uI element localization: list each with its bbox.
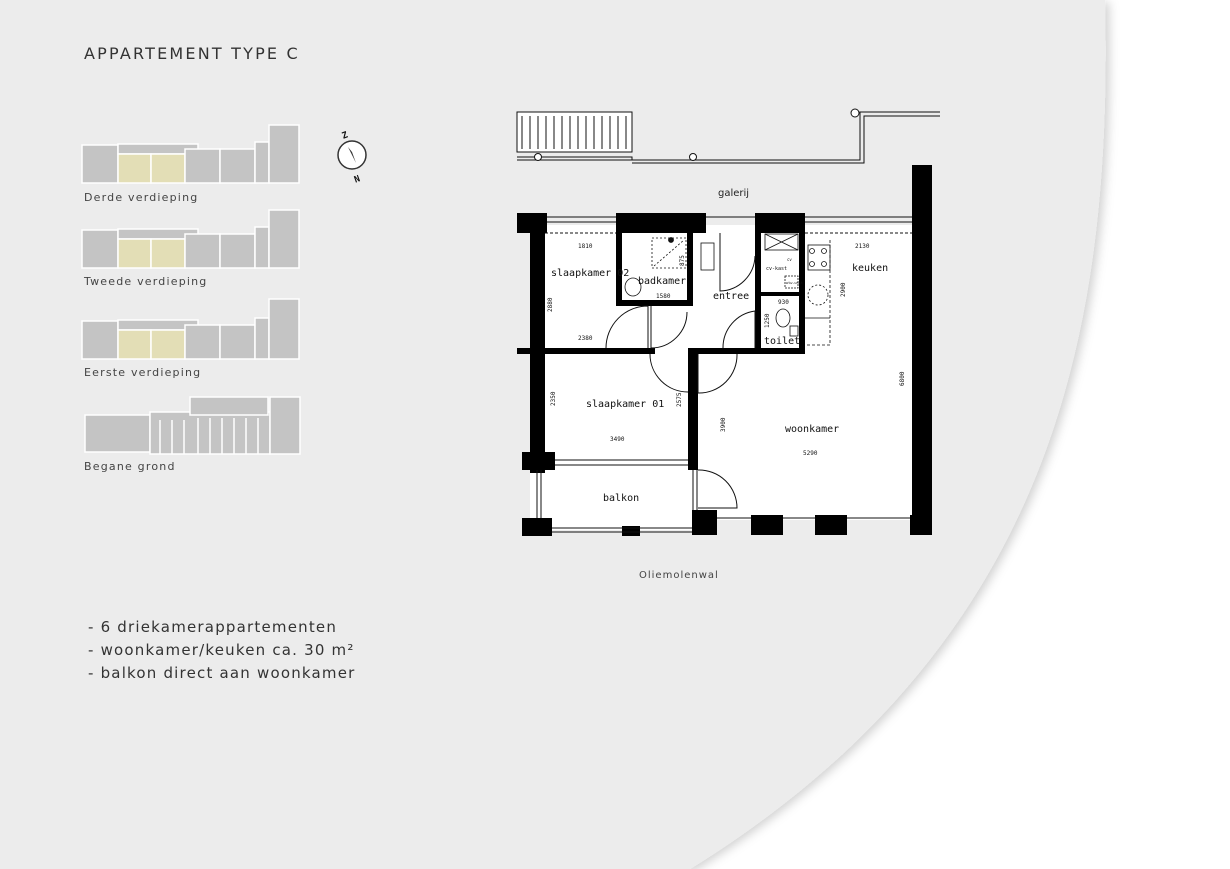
key-plan-derde <box>81 124 300 184</box>
label-wtw: wtw-unit <box>786 281 803 285</box>
dim-bad-h: 875 <box>679 255 686 266</box>
galerij-label: galerij <box>718 188 750 199</box>
page-title: APPARTEMENT TYPE C <box>84 44 300 63</box>
dim-sk02-w2: 2380 <box>578 335 593 342</box>
compass-top-letter: Z <box>341 130 350 141</box>
feature-item: - 6 driekamerappartementen <box>88 618 338 636</box>
dim-woon-h: 3900 <box>720 417 727 432</box>
dim-sk02-h: 2880 <box>547 297 554 312</box>
room-labels: slaapkamer 02 badkamer entree keuken toi… <box>551 257 888 504</box>
dim-bad-w: 1580 <box>656 293 671 300</box>
dim-sk01-w: 3490 <box>610 436 625 443</box>
dim-woon-w: 5290 <box>803 450 818 457</box>
feature-list: - 6 driekamerappartementen - woonkamer/k… <box>88 616 356 685</box>
dim-toilet-w: 930 <box>778 299 789 306</box>
room-balkon: balkon <box>603 493 639 504</box>
doors <box>605 233 756 509</box>
compass-icon: Z N <box>337 130 367 186</box>
label-cv: cv <box>787 257 792 262</box>
feature-item: - woonkamer/keuken ca. 30 m² <box>88 641 355 659</box>
key-plans <box>81 124 301 455</box>
room-keuken: keuken <box>852 263 888 274</box>
key-plan-eerste <box>81 298 300 360</box>
windows <box>536 216 912 533</box>
key-plan-begane-grond <box>84 396 301 455</box>
floor-label-eerste: Eerste verdieping <box>84 366 202 379</box>
fixtures <box>624 233 831 346</box>
room-entree: entree <box>713 291 749 302</box>
dim-toilet-h: 1250 <box>764 313 771 328</box>
floor-label-derde: Derde verdieping <box>84 191 199 204</box>
walls <box>517 165 932 536</box>
galerij-railing <box>516 108 940 164</box>
room-woonkamer: woonkamer <box>785 424 839 435</box>
floor-label-tweede: Tweede verdieping <box>84 275 208 288</box>
dim-sk01-h: 2350 <box>550 391 557 406</box>
floor-label-begane-grond: Begane grond <box>84 460 176 473</box>
room-slaapkamer-01: slaapkamer 01 <box>586 399 664 410</box>
street-label: Oliemolenwal <box>639 570 719 581</box>
compass-bottom-letter: N <box>353 174 362 185</box>
feature-item: - balkon direct aan woonkamer <box>88 664 356 682</box>
dim-sk02-w: 1810 <box>578 243 593 250</box>
room-toilet: toilet <box>764 336 800 347</box>
key-plan-tweede <box>81 209 300 269</box>
dim-total-h: 6800 <box>899 371 906 386</box>
label-cv-kast: cv-kast <box>766 266 787 272</box>
dim-keuken-h: 2900 <box>840 282 847 297</box>
room-slaapkamer-02: slaapkamer 02 <box>551 268 629 279</box>
dim-sk01-h2: 2575 <box>676 392 683 407</box>
room-badkamer: badkamer <box>638 276 686 287</box>
dimensions: 1810 2380 2880 1580 875 930 1250 2130 29… <box>547 243 906 457</box>
dim-keuken-w: 2130 <box>855 243 870 250</box>
